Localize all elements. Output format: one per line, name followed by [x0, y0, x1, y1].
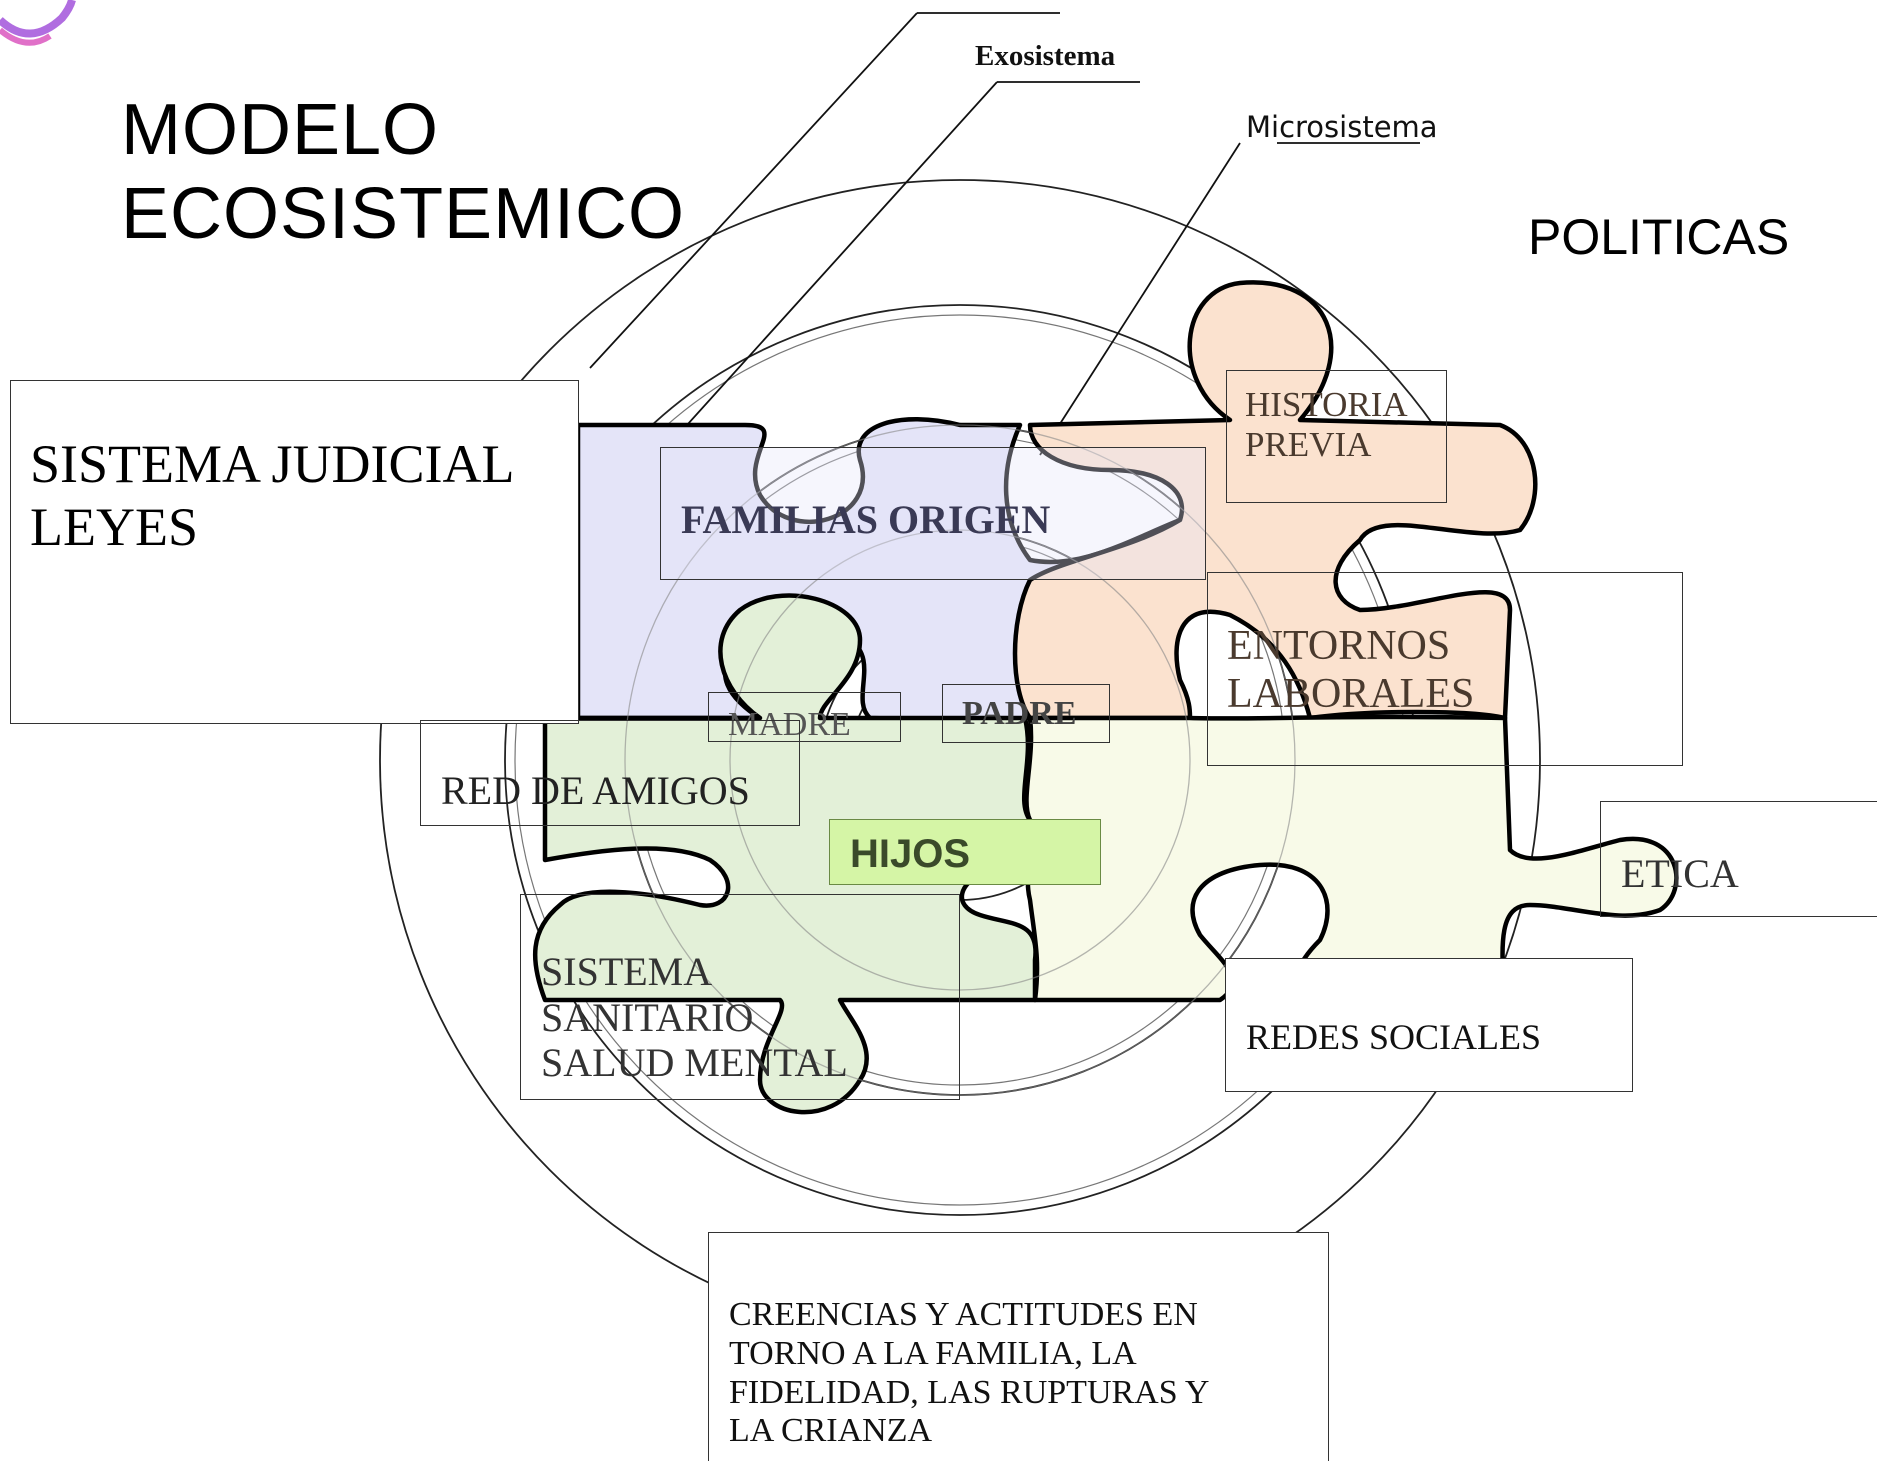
creencias-text: CREENCIAS Y ACTITUDES EN TORNO A LA FAMI…	[729, 1296, 1210, 1450]
politicas-label: POLITICAS	[1528, 209, 1790, 265]
microsistema-leader	[1039, 142, 1241, 456]
familias-origen-box: FAMILIAS ORIGEN	[660, 447, 1206, 580]
sistema-judicial-text: SISTEMA JUDICIAL LEYES	[30, 434, 515, 557]
historia-previa-box: HISTORIA PREVIA	[1226, 370, 1447, 503]
sistema-sanitario-text: SISTEMA SANITARIO SALUD MENTAL	[541, 949, 848, 1086]
entornos-laborales-text: ENTORNOS LABORALES	[1227, 623, 1475, 717]
red-de-amigos-box: RED DE AMIGOS	[420, 720, 800, 826]
hijos-box: HIJOS	[829, 819, 1101, 885]
hijos-text: HIJOS	[850, 832, 971, 876]
historia-previa-text: HISTORIA PREVIA	[1245, 385, 1408, 464]
etica-text: ETICA	[1621, 851, 1739, 896]
diagram-title: MODELO ECOSISTEMICO	[121, 90, 686, 255]
madre-box: MADRE	[708, 692, 901, 742]
puzzle-piece-madre	[533, 593, 1040, 1115]
redes-sociales-box: REDES SOCIALES	[1225, 958, 1633, 1092]
macro-leader	[589, 12, 918, 369]
madre-text: MADRE	[728, 706, 851, 743]
creencias-box: CREENCIAS Y ACTITUDES EN TORNO A LA FAMI…	[708, 1232, 1329, 1461]
sistema-judicial-box: SISTEMA JUDICIAL LEYES	[10, 380, 579, 724]
padre-text: PADRE	[962, 695, 1077, 732]
familias-origen-text: FAMILIAS ORIGEN	[681, 497, 1051, 542]
logo-fragment	[0, 0, 76, 46]
red-de-amigos-text: RED DE AMIGOS	[441, 768, 750, 813]
etica-box: ETICA	[1600, 801, 1877, 917]
microsistema-label: Microsistema	[1246, 110, 1438, 144]
entornos-laborales-box: ENTORNOS LABORALES	[1207, 572, 1683, 766]
padre-box: PADRE	[942, 684, 1110, 743]
exosistema-label: Exosistema	[975, 40, 1116, 72]
sistema-sanitario-box: SISTEMA SANITARIO SALUD MENTAL	[520, 894, 960, 1100]
redes-sociales-text: REDES SOCIALES	[1246, 1017, 1542, 1057]
puzzle-piece-historia	[1012, 280, 1538, 721]
